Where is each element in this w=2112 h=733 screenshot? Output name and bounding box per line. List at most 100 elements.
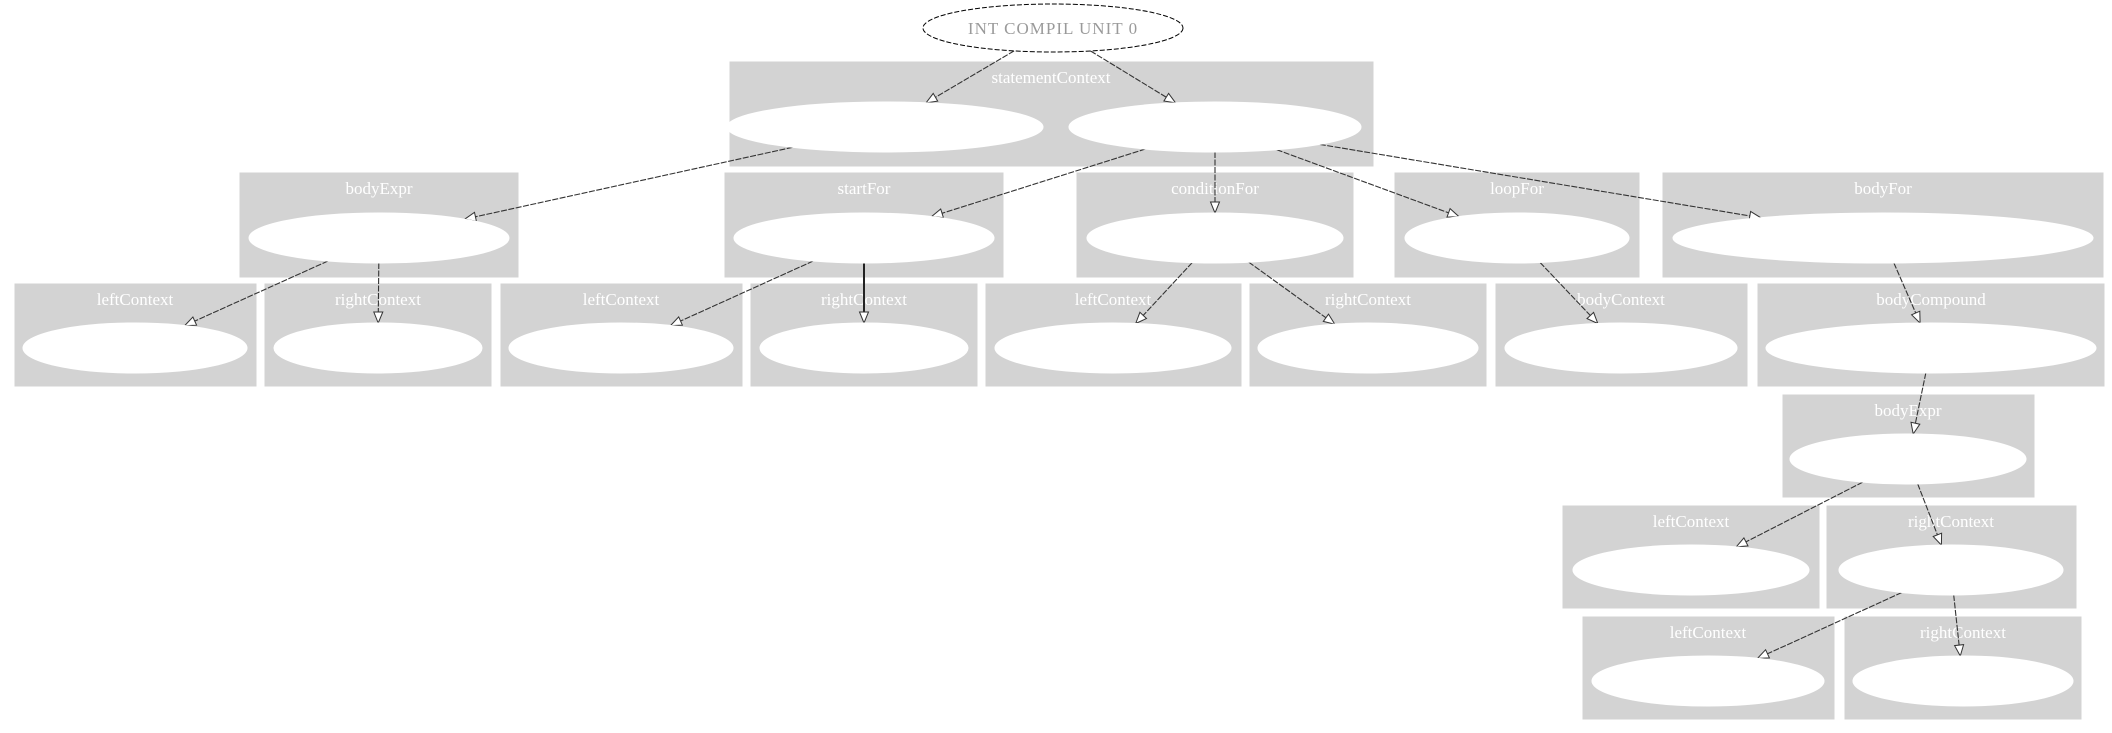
edge-n5-n12 <box>1276 149 1461 218</box>
edge-arrowhead <box>1134 311 1148 325</box>
edge-line <box>1745 481 1864 543</box>
edge-arrowhead <box>1932 532 1943 547</box>
node-assignment[interactable]: INT ASSIGNMENT 16 <box>1789 433 2027 485</box>
node-variable[interactable]: INT VARIABLE 17 <box>1572 544 1810 596</box>
node-label: INT INTEGER 4 <box>313 339 444 358</box>
cluster-label: loopFor <box>1490 179 1544 198</box>
node-label: INT STATEMENT EXPR 1 <box>780 118 990 137</box>
edge-line <box>475 146 793 218</box>
edge-arrowhead <box>1735 537 1749 548</box>
edge-line <box>1276 149 1449 214</box>
edge-arrowhead <box>1446 207 1461 218</box>
edge-n6-n7 <box>669 260 814 327</box>
node-label: INT ASSIGNMENT 16 <box>1819 450 1998 469</box>
edge-line <box>1893 262 1917 314</box>
node-label: INT VARIABLE 7 <box>550 339 692 358</box>
node-label: INT INTEGER 8 <box>799 339 930 358</box>
edge-arrowhead <box>924 92 939 104</box>
node-variable[interactable]: INT VARIABLE 19 <box>1591 655 1825 707</box>
edge-n9-n11 <box>1248 261 1336 325</box>
edge-arrowhead <box>1910 310 1921 325</box>
edge-line <box>1319 143 1750 217</box>
edge-arrowhead <box>1953 644 1965 658</box>
edge-arrowhead <box>858 311 870 325</box>
edge-n16-n18 <box>1917 483 1943 547</box>
edge-n5-n9 <box>1209 152 1221 215</box>
edge-n1-n2 <box>463 146 793 222</box>
edge-n2-n3 <box>183 260 329 327</box>
node-integer[interactable]: INT INTEGER 4 <box>273 322 483 374</box>
node-label: INT VARIABLE 19 <box>1632 672 1784 691</box>
node-label: INT VARIABLE 3 <box>64 339 206 358</box>
cluster-label: bodyContext <box>1577 290 1665 309</box>
node-variable[interactable]: INT VARIABLE 10 <box>994 322 1232 374</box>
cluster-label: leftContext <box>1670 623 1747 642</box>
node-statement-compound[interactable]: INT STATEMENT COMPOUND 14 <box>1672 212 2094 264</box>
node-label: INT STATEMENT EXPR 15 <box>1821 339 2041 358</box>
edge-line <box>1539 262 1591 316</box>
node-label: INT INTEGER 11 <box>1298 339 1438 358</box>
edge-arrowhead <box>1209 201 1221 215</box>
node-label: INT PLUSONE 12 <box>1445 229 1589 248</box>
node-label: INT VARIABLE 13 <box>1545 339 1697 358</box>
cluster-label: rightContext <box>1325 290 1411 309</box>
edge-n15-n16 <box>1910 372 1927 436</box>
cluster-label: leftContext <box>1075 290 1152 309</box>
edge-n9-n10 <box>1134 262 1193 325</box>
edge-arrowhead <box>1756 648 1771 659</box>
node-label: INT ASSIGNMENT 2 <box>294 229 463 248</box>
node-variable[interactable]: INT VARIABLE 3 <box>22 322 248 374</box>
node-label: INT STATEMENT COMPOUND 14 <box>1744 229 2022 248</box>
node-integer[interactable]: INT INTEGER 11 <box>1257 322 1479 374</box>
cluster-label: leftContext <box>583 290 660 309</box>
edges <box>183 50 1965 659</box>
cluster-label: rightContext <box>335 290 421 309</box>
edge-n18-n19 <box>1756 591 1903 659</box>
node-variable[interactable]: INT VARIABLE 13 <box>1504 322 1738 374</box>
node-label: INT ADDITION 18 <box>1876 561 2027 580</box>
cluster-label: leftContext <box>1653 512 1730 531</box>
edge-arrowhead <box>1910 421 1921 436</box>
node-assignment[interactable]: INT ASSIGNMENT 2 <box>248 212 510 264</box>
cluster-label: leftContext <box>97 290 174 309</box>
edge-arrowhead <box>1586 311 1599 325</box>
edge-arrowhead <box>1163 92 1177 104</box>
node-assignment[interactable]: INT ASSIGNMENT 6 <box>733 212 995 264</box>
node-less-than[interactable]: INT LESS THAN 9 <box>1086 212 1344 264</box>
node-addition[interactable]: INT ADDITION 18 <box>1838 544 2064 596</box>
node-compil-unit[interactable]: INT COMPIL UNIT 0 <box>922 3 1184 53</box>
node-label: INT VARIABLE 17 <box>1615 561 1767 580</box>
edge-arrowhead <box>183 316 198 327</box>
cluster-label: rightContext <box>1908 512 1994 531</box>
node-label: INT COMPIL UNIT 0 <box>968 19 1138 38</box>
edge-arrowhead <box>373 311 384 325</box>
node-statement-expr[interactable]: INT STATEMENT EXPR 15 <box>1765 322 2097 374</box>
node-statement-for[interactable]: INT STATEMENT FOR 5 <box>1068 101 1362 153</box>
nodes: INT COMPIL UNIT 0 INT STATEMENT EXPR 1 I… <box>22 3 2097 707</box>
cluster-label: statementContext <box>992 68 1111 87</box>
edge-line <box>1917 483 1938 535</box>
node-variable[interactable]: INT VARIABLE 7 <box>508 322 734 374</box>
edge-n14-n15 <box>1893 262 1921 325</box>
edge-n0-n5 <box>1090 50 1177 104</box>
edge-line <box>1248 261 1327 319</box>
node-integer[interactable]: INT INTEGER 8 <box>759 322 969 374</box>
node-label: INT INTEGER 20 <box>1893 672 2033 691</box>
edge-arrowhead <box>669 316 684 327</box>
edge-line <box>1914 372 1927 424</box>
node-integer[interactable]: INT INTEGER 20 <box>1852 655 2074 707</box>
edge-line <box>935 50 1015 98</box>
edge-n2-n4 <box>373 262 384 325</box>
cluster-label: bodyCompound <box>1876 290 1986 309</box>
node-statement-expr[interactable]: INT STATEMENT EXPR 1 <box>726 101 1044 153</box>
node-label: INT STATEMENT FOR 5 <box>1116 118 1315 137</box>
node-label: INT ASSIGNMENT 6 <box>779 229 948 248</box>
edge-line <box>194 260 329 322</box>
edge-line <box>680 260 814 322</box>
node-plusone[interactable]: INT PLUSONE 12 <box>1404 212 1630 264</box>
edge-arrowhead <box>1322 313 1336 325</box>
node-label: INT VARIABLE 10 <box>1037 339 1189 358</box>
cluster-label: conditionFor <box>1171 179 1259 198</box>
cluster-label: bodyExpr <box>1874 401 1941 420</box>
